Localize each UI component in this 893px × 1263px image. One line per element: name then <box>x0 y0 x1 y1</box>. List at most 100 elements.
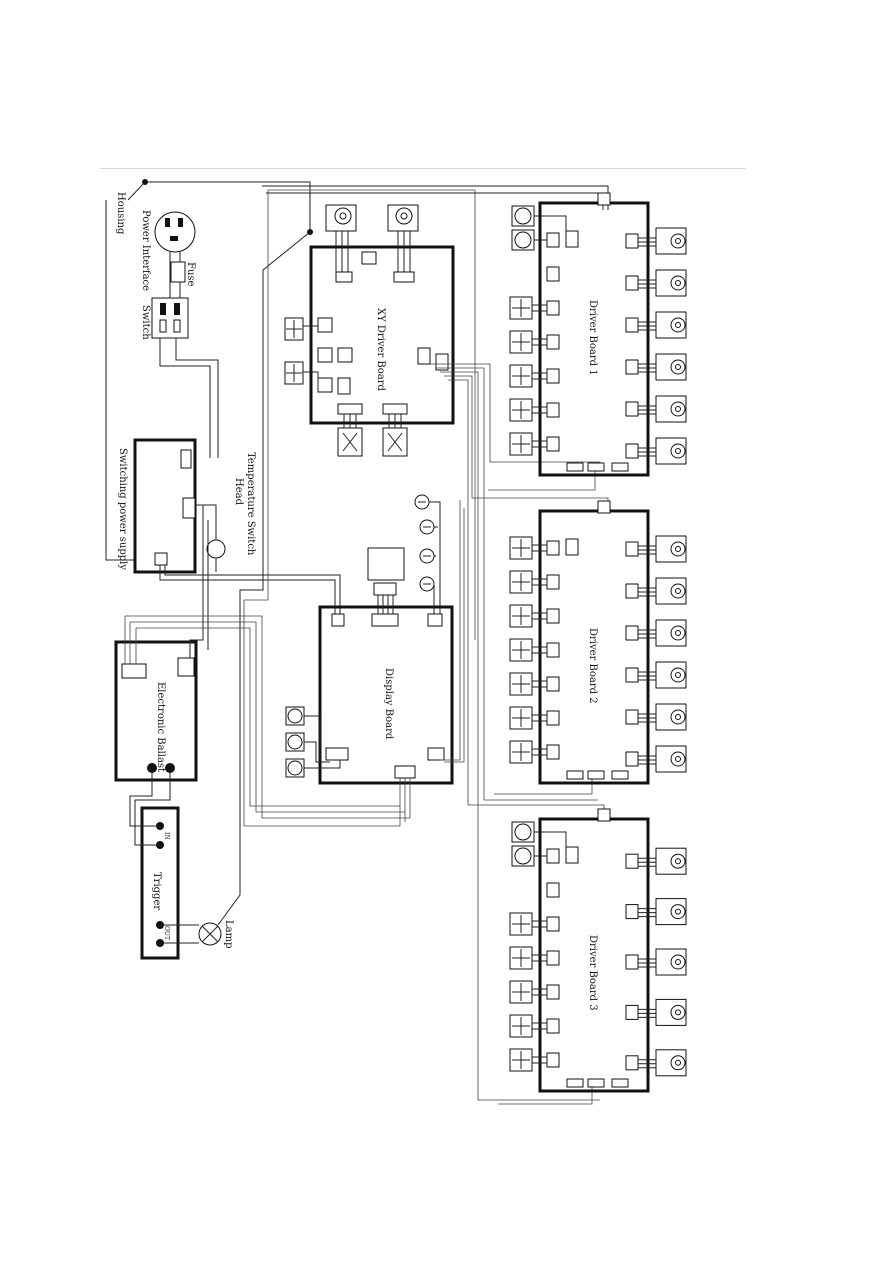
xy-driver-board <box>309 245 455 425</box>
xy-motor-x <box>325 204 357 232</box>
driver-board-2-motor-wire-1 <box>638 545 656 555</box>
driver-board-1-sensor-cross-4 <box>512 333 530 351</box>
driver-board-1-bottom-connector-1 <box>566 462 584 472</box>
driver-board-2-motor-hub-4 <box>675 672 681 678</box>
ballast-signal-connector <box>177 657 195 677</box>
housing-ground-node <box>142 179 148 185</box>
driver-board-3-bottom-connector-2 <box>587 1078 605 1088</box>
driver-board-1-motor-connector-6 <box>625 443 639 459</box>
driver-board-1-left-connector-4 <box>546 334 560 350</box>
driver-board-2-sensor-wire-6 <box>532 714 547 722</box>
driver-board-1-motor-hub-5 <box>675 406 681 412</box>
head-label: Head <box>233 478 244 506</box>
driver-board-1-power-connector <box>597 192 611 206</box>
housing-label: Housing <box>115 192 126 235</box>
psu-to-display-power-wire-2 <box>164 565 341 614</box>
xy-bottom-connector-1 <box>337 403 363 415</box>
xy-right-connector-2 <box>435 353 449 371</box>
driver-board-2-label: Driver Board 2 <box>587 628 598 704</box>
power-interface-socket <box>154 211 196 253</box>
driver-board-3-motor-connector-1 <box>625 853 639 869</box>
driver-board-3-fan-2-rotor <box>514 847 532 865</box>
driver-board-3-left-connector-4 <box>546 950 560 966</box>
driver-board-1-fan-connector <box>565 230 579 248</box>
switch <box>151 297 189 339</box>
driver-board-3-left-connector-6 <box>546 1018 560 1034</box>
driver-board-1-motor-connector-1 <box>625 233 639 249</box>
xy-bottom-connector-2 <box>382 403 408 415</box>
ballast-output-terminal-1 <box>147 763 157 773</box>
trigger <box>140 806 180 960</box>
display-bus-wires <box>243 189 476 827</box>
psu-output-connector <box>154 552 168 566</box>
driver-board-1-motor-wire-3 <box>638 321 656 331</box>
keypad-connector <box>373 582 397 596</box>
driver-board-1-motor-wire-5 <box>638 405 656 415</box>
driver-board-3-sensor-wire-7 <box>532 1056 547 1064</box>
driver-board-1-label: Driver Board 1 <box>587 300 598 376</box>
xy-sensor-1 <box>284 317 304 341</box>
driver-board-1-left-connector-2 <box>546 266 560 282</box>
trigger-to-lamp-wire <box>160 924 199 944</box>
driver-board-1-fan-2-rotor <box>514 231 532 249</box>
driver-board-2-sensor-cross-3 <box>512 607 530 625</box>
driver-board-1-sensor-wire-6 <box>532 406 547 414</box>
driver-board-2-sensor-cross-2 <box>512 573 530 591</box>
driver-board-1-sensor-wire-4 <box>532 338 547 346</box>
driver-board-2-motor-wire-5 <box>638 713 656 723</box>
driver-boards-group <box>509 192 687 1093</box>
driver-board-2-bottom-connector-3 <box>611 770 629 780</box>
electronic-ballast-label: Electronic Ballast <box>155 682 166 772</box>
driver-board-3-motor-hub-3 <box>675 959 681 965</box>
encoder-1 <box>414 494 430 510</box>
driver-board-1-motor-wire-6 <box>638 447 656 457</box>
driver-board-3-motor-wire-3 <box>638 958 656 968</box>
driver-board-3-motor-connector-4 <box>625 1004 639 1020</box>
driver-board-3-motor-connector-2 <box>625 904 639 920</box>
driver-board-3-motor-hub-5 <box>675 1059 681 1066</box>
driver-board-2-motor-connector-4 <box>625 667 639 683</box>
driver-board-1-motor-wire-1 <box>638 237 656 247</box>
driver-board-2-sensor-wire-4 <box>532 646 547 654</box>
trigger-out-label: OUT <box>163 926 170 940</box>
xy-sensor-wires <box>303 325 319 392</box>
driver-board-3-sensor-cross-3 <box>512 915 530 933</box>
temperature-switch-label: Temperature Switch <box>245 452 256 556</box>
driver-board-1-left-connector-1 <box>546 232 560 248</box>
ballast-power-connector <box>121 663 147 679</box>
display-encoder-connector <box>427 613 443 627</box>
driver-board-2-bottom-connector-1 <box>566 770 584 780</box>
display-fan-2 <box>285 732 305 752</box>
driver-board-3-power-connector <box>597 808 611 822</box>
display-right-connector <box>427 747 445 761</box>
driver-board-2-motor-connector-1 <box>625 541 639 557</box>
driver-board-2-motor-hub-3 <box>675 630 681 636</box>
housing-return-wire <box>105 200 135 561</box>
switch-label: Switch <box>140 305 151 340</box>
display-to-driver-wires <box>440 500 465 763</box>
driver-board-2-aux-connector <box>565 538 579 556</box>
power-interface-label: Power Interface <box>140 210 151 291</box>
driver-board-1-sensor-cross-6 <box>512 401 530 419</box>
driver-board-3-sensor-wire-3 <box>532 920 547 928</box>
driver-board-1-fan-1-rotor <box>514 207 532 225</box>
driver-board-2-left-connector-6 <box>546 710 560 726</box>
driver-board-1-sensor-cross-5 <box>512 367 530 385</box>
driver-board-2-power-connector <box>597 500 611 514</box>
driver-board-3-motor-wire-5 <box>638 1059 656 1069</box>
trunk-signal-wires <box>430 363 609 1101</box>
driver-board-2-left-connector-7 <box>546 744 560 760</box>
ballast-output-terminal-2 <box>165 763 175 773</box>
driver-board-2-sensor-cross-6 <box>512 709 530 727</box>
driver-board-3-sensor-cross-6 <box>512 1017 530 1035</box>
driver-board-3-left-connector-5 <box>546 984 560 1000</box>
driver-board-1-left-connector-6 <box>546 402 560 418</box>
driver-board-1-motor-hub-4 <box>675 364 681 370</box>
driver-board-1-motor-connector-3 <box>625 317 639 333</box>
driver-board-1-left-connector-3 <box>546 300 560 316</box>
housing-ground-wire <box>127 181 311 232</box>
driver-board-3-sensor-cross-4 <box>512 949 530 967</box>
driver-board-3-motor-wire-4 <box>638 1008 656 1018</box>
display-fan-wires <box>304 715 341 769</box>
driver-board-2-sensor-cross-1 <box>512 539 530 557</box>
